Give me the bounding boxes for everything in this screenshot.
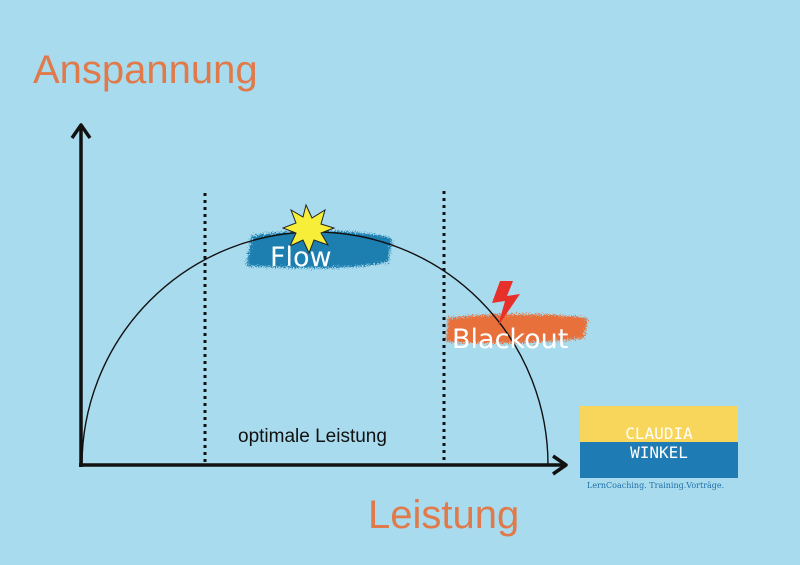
logo-tagline: LernCoaching. Training.Vorträge.: [587, 481, 725, 490]
y-axis-label: Anspannung: [33, 48, 258, 92]
starburst-icon: [281, 203, 336, 255]
blackout-label: Blackout: [452, 324, 569, 355]
logo-name-line1: CLAUDIA: [580, 406, 738, 442]
y-axis-arrowhead: [70, 123, 92, 139]
lightning-icon: [492, 281, 520, 326]
x-axis-arrowhead: [552, 454, 568, 476]
logo: CLAUDIA WINKEL: [580, 406, 738, 478]
blackout-brush-stroke: [446, 314, 588, 344]
logo-name-line2: WINKEL: [580, 442, 738, 478]
optimal-zone-label: optimale Leistung: [238, 426, 387, 447]
flow-label: Flow: [270, 242, 332, 273]
x-axis-label: Leistung: [368, 493, 520, 537]
flow-brush-stroke: [246, 230, 392, 268]
